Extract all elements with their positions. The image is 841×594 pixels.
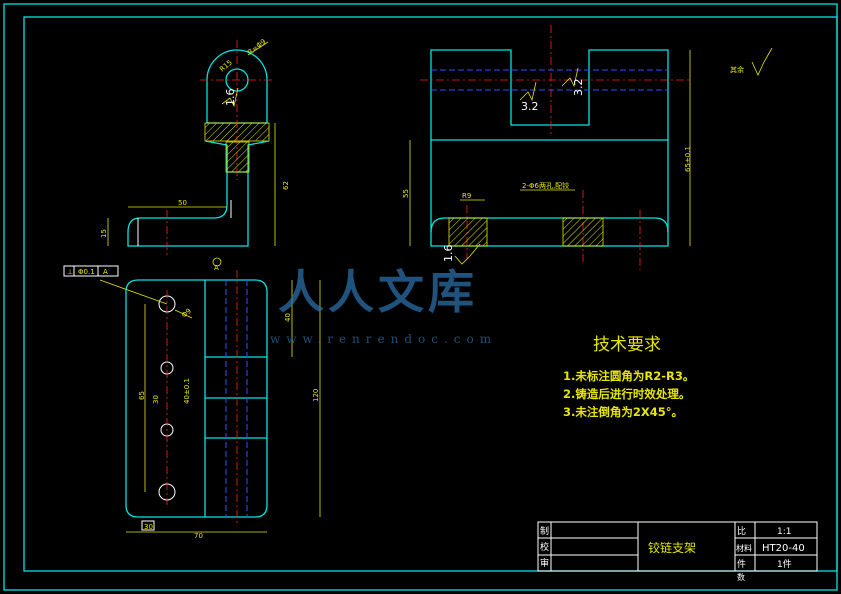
rough-3-2a: 3.2: [521, 100, 539, 113]
gdt-frame: [63, 265, 119, 277]
gdt-value: Φ0.1: [78, 268, 95, 276]
roughness-symbol-1: [221, 87, 239, 108]
note-3: 3.未注倒角为2X45°。: [563, 405, 683, 419]
dim-r9: R9: [462, 192, 471, 200]
note-2: 2.铸造后进行时效处理。: [563, 387, 691, 401]
side-view: [409, 25, 773, 270]
gdt-reference: A: [103, 268, 108, 276]
datum-box: [141, 520, 155, 531]
rough-1-6a: 1.6: [224, 89, 237, 107]
technical-requirements: 技术要求 1.未标注圆角为R2-R3。 2.铸造后进行时效处理。 3.未注倒角为…: [563, 330, 694, 421]
leader-phi9: [174, 309, 193, 319]
tb-row2: 校: [540, 541, 549, 553]
rough-3-2b: 3.2: [572, 79, 585, 97]
dim-r15: R15: [218, 59, 234, 74]
tb-qty: 1件: [777, 558, 792, 570]
leader-gdt: [99, 279, 168, 305]
dim-rphi: R=Φ9: [246, 38, 267, 57]
tb-material: HT20-40: [762, 543, 805, 554]
inner-frame: [23, 16, 838, 572]
datum-mark: [212, 257, 222, 267]
dim-40: 40: [284, 313, 292, 322]
dim-65: 65±0.1: [684, 146, 692, 172]
dim-55: 55: [402, 189, 410, 198]
dim-v40: 40±0.1: [183, 378, 191, 404]
notes-title: 技术要求: [593, 335, 661, 355]
top-view: [63, 265, 321, 533]
rough-1-6c: 1.6: [442, 245, 455, 263]
base-top: [430, 217, 669, 233]
tb-part-name: 铰链支架: [648, 540, 696, 555]
tb-scale: 1:1: [777, 527, 791, 537]
front-view: [107, 40, 276, 267]
tb-qty-label: 件: [737, 558, 746, 570]
arm-outline: [127, 145, 249, 247]
tb-row1: 制: [540, 525, 549, 537]
dim-50: 50: [178, 199, 187, 207]
hatch-neck: [225, 141, 250, 173]
watermark: 人人文库: [278, 265, 478, 319]
datum-label: 30: [144, 523, 153, 531]
roughness-symbol-2: [519, 81, 537, 102]
tb-row3: 审: [540, 557, 549, 569]
tb-material-label: 材料: [736, 543, 752, 553]
dim-120: 120: [312, 389, 320, 402]
dim-v65: 65: [138, 391, 146, 400]
hatch-hole-1: [448, 217, 488, 247]
tb-sheet-label: 数: [737, 572, 745, 582]
dim-v30: 30: [152, 395, 160, 404]
roughness-symbol-other: [751, 47, 773, 76]
note-1: 1.未标注圆角为R2-R3。: [563, 369, 695, 383]
plate-outline: [125, 279, 268, 518]
roughness-symbol-4: [454, 243, 481, 265]
rough-other: 其余: [730, 65, 744, 74]
watermark-url: www.renrendoc.com: [270, 332, 498, 346]
dim-15: 15: [100, 229, 108, 238]
dim-drill: 2-Φ6两孔,配铰: [522, 181, 569, 190]
body-outline: [430, 140, 669, 247]
title-block: [537, 521, 818, 572]
roughness-symbol-3: [561, 67, 579, 88]
hatch-hole-2: [562, 217, 604, 247]
tb-scale-label: 比: [737, 525, 746, 537]
fork-outline: [430, 49, 669, 141]
gdt-symbol: ⊥: [67, 268, 73, 276]
edge-lines: [137, 200, 232, 246]
dim-70: 70: [194, 532, 203, 540]
leader-phi: [247, 41, 269, 56]
lug-outline: [206, 49, 268, 124]
dim-62: 62: [282, 181, 290, 190]
datum-letter: A: [214, 264, 219, 272]
